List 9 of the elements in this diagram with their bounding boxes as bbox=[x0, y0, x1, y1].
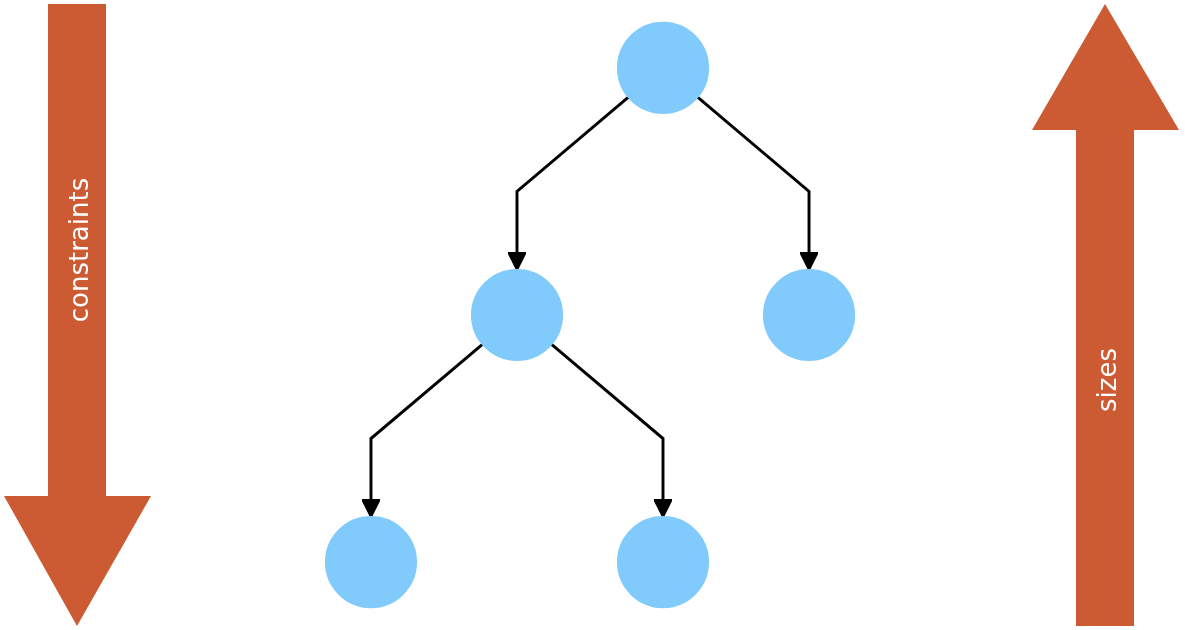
arrow bbox=[696, 95, 819, 271]
arrow-label: sizes bbox=[1092, 348, 1122, 412]
node-circle bbox=[762, 268, 856, 362]
arrow bbox=[507, 95, 630, 271]
node-circle bbox=[616, 21, 710, 114]
arrow-label: constraints bbox=[64, 177, 94, 323]
node-circle bbox=[616, 516, 710, 609]
node-circle bbox=[324, 516, 418, 609]
node-circle bbox=[470, 268, 564, 362]
